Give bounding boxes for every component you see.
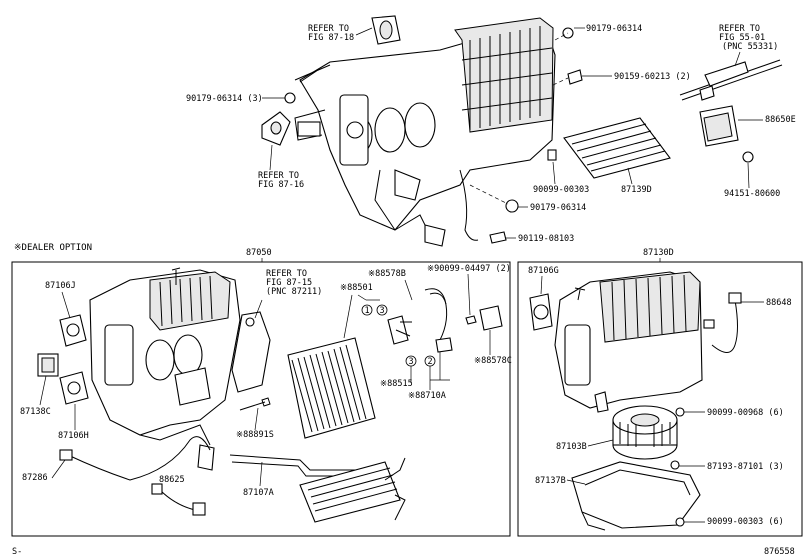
harness-87286 (59, 436, 211, 481)
footer-left-code: S- (12, 547, 22, 557)
expansion-valve-88515 (387, 315, 412, 345)
label-refer-87-15-line1: REFER TO (266, 269, 307, 279)
label-90159-60213: 90159-60213 (2) (614, 72, 691, 82)
heater-core (299, 457, 406, 523)
label-88648: 88648 (766, 298, 792, 308)
connector-87138c (37, 353, 59, 377)
left-box-labels: 87106J REFER TO FIG 87-15 (PNC 87211) ※8… (20, 264, 512, 498)
screw-90119 (489, 231, 507, 244)
box-87050 (11, 261, 511, 537)
label-87286: 87286 (22, 473, 48, 483)
actuator-87106h (59, 371, 89, 405)
label-circle-3-bottom: 3 (409, 357, 414, 367)
label-refer-55-01-line3: (PNC 55331) (722, 42, 778, 52)
box-87130d (517, 261, 803, 537)
label-refer-55-01-line1: REFER TO (719, 24, 760, 34)
label-87106g: 87106G (528, 266, 559, 276)
label-88578c: ※88578C (474, 356, 512, 366)
screw-87193 (670, 460, 680, 470)
label-circle-2: 2 (428, 357, 433, 367)
label-90179-06314-low: 90179-06314 (530, 203, 586, 213)
label-87138c: 87138C (20, 407, 51, 417)
bolt-90159 (567, 69, 583, 85)
blower-unit-87130d (554, 271, 703, 413)
label-87106h: 87106H (58, 431, 89, 441)
harness-55331 (679, 59, 783, 101)
screw-90099-00303-6 (675, 517, 685, 527)
label-87139d: 87139D (621, 185, 652, 195)
label-90179-06314-3: 90179-06314 (3) (186, 94, 263, 104)
cover-88578c (479, 305, 503, 331)
label-88578b: ※88578B (368, 269, 406, 279)
label-refer-87-18-line2: FIG 87-18 (308, 33, 354, 43)
blower-motor-87103b (612, 405, 678, 460)
label-88710a: ※88710A (408, 391, 446, 401)
thermistor-88891s (239, 397, 271, 411)
label-circle-1: 1 (365, 306, 370, 316)
label-refer-87-18-line1: REFER TO (308, 24, 349, 34)
label-88515: ※88515 (380, 379, 413, 389)
label-circle-3-top: 3 (380, 306, 385, 316)
cover-87137b (571, 461, 701, 531)
label-90119-08103: 90119-08103 (518, 234, 574, 244)
label-87103b: 87103B (556, 442, 587, 452)
label-refer-87-16-line2: FIG 87-16 (258, 180, 304, 190)
bracket-87211 (231, 311, 271, 393)
clip-90179-3 (284, 92, 296, 104)
label-87193-87101: 87193-87101 (3) (707, 462, 784, 472)
fastener-90099 (547, 149, 557, 161)
module-88650e (699, 105, 739, 147)
label-88650e: 88650E (765, 115, 796, 125)
label-refer-55-01-line2: FIG 55-01 (719, 33, 765, 43)
label-88625: 88625 (159, 475, 185, 485)
actuator-87106j (59, 314, 87, 347)
evaporator-88501 (287, 337, 376, 439)
label-refer-87-15-line2: FIG 87-15 (266, 278, 312, 288)
harness-88648 (703, 292, 742, 353)
screw-90099-00968 (675, 407, 685, 417)
label-refer-87-15-line3: (PNC 87211) (266, 287, 322, 297)
label-87050: 87050 (246, 248, 272, 258)
air-filter-87139d (563, 117, 671, 179)
actuator-87106g (529, 293, 553, 331)
pipe-88710a (424, 288, 453, 353)
label-87106j: 87106J (45, 281, 76, 291)
label-87130d: 87130D (643, 248, 674, 258)
label-94151-80600: 94151-80600 (724, 189, 780, 199)
label-87107a: 87107A (243, 488, 274, 498)
label-90099-00968: 90099-00968 (6) (707, 408, 784, 418)
label-87137b: 87137B (535, 476, 566, 486)
label-90099-04497: ※90099-04497 (2) (427, 264, 511, 274)
label-90179-06314-top: 90179-06314 (586, 24, 642, 34)
label-90099-00303-6: 90099-00303 (6) (707, 517, 784, 527)
label-refer-87-16-line1: REFER TO (258, 171, 299, 181)
heater-unit-top-assembly (294, 17, 556, 247)
label-88891s: ※88891S (236, 430, 274, 440)
right-box-labels: 87106G 88648 90099-00968 (6) 87103B 8719… (528, 266, 792, 527)
nut-94151 (742, 151, 754, 163)
sensor-88625 (151, 483, 206, 516)
clip-90179-low (505, 199, 519, 213)
footer-figure-number: 876558 (764, 547, 795, 557)
label-90099-00303: 90099-00303 (533, 185, 589, 195)
top-labels: REFER TO FIG 87-18 90179-06314 90159-602… (186, 24, 796, 244)
bolt-90099-04497 (465, 315, 477, 325)
heater-unit-87050 (89, 267, 241, 471)
label-dealer-option: ※DEALER OPTION (14, 243, 92, 253)
label-88501: ※88501 (340, 283, 373, 293)
